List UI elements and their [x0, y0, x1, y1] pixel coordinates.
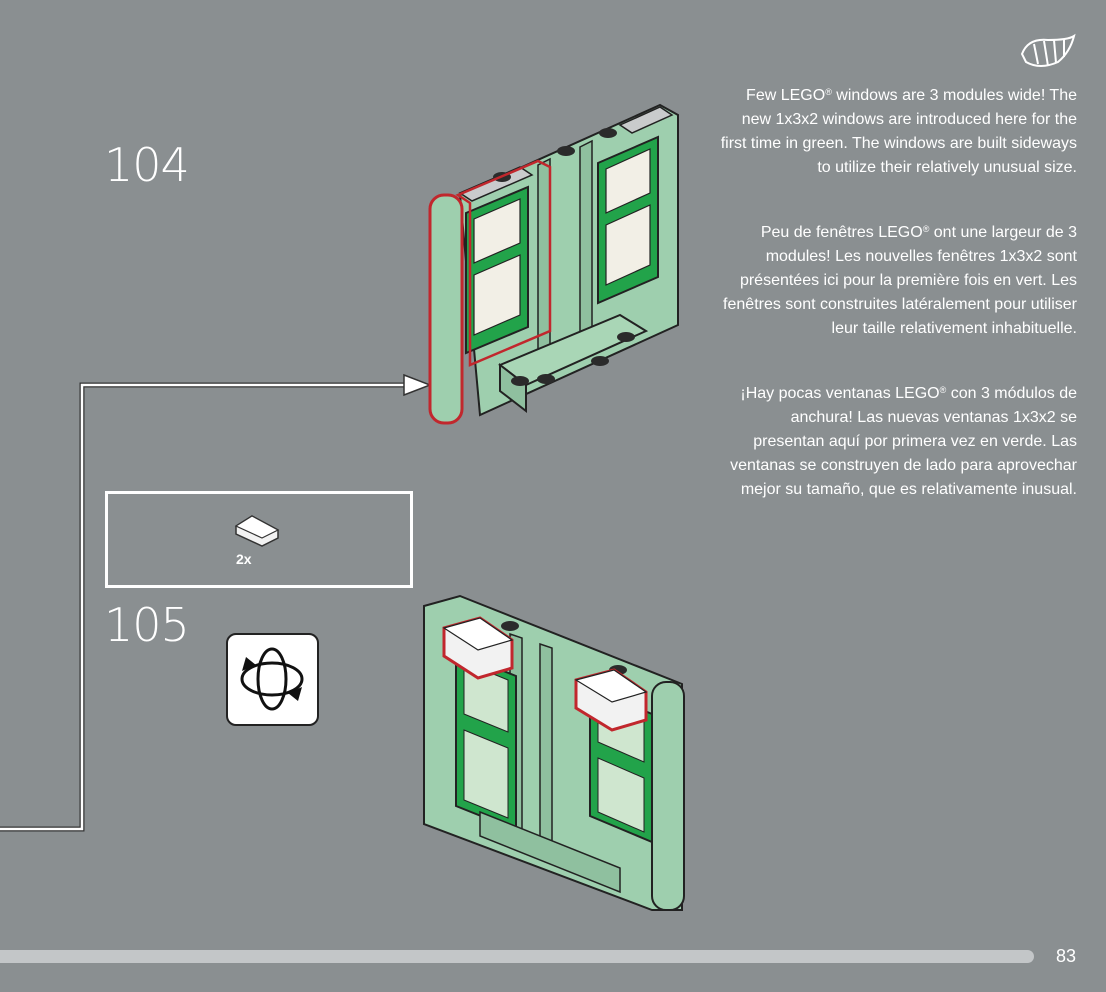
- connector-arrow: [0, 373, 433, 832]
- step-number: 105: [104, 598, 190, 652]
- parts-callout: [105, 491, 413, 588]
- slope-brick-icon: [234, 515, 280, 547]
- step-104-model-illustration: [428, 103, 679, 425]
- page-number: 83: [1056, 946, 1077, 966]
- description-spanish: ¡Hay pocas ventanas LEGO® con 3 módulos …: [730, 385, 1077, 498]
- step-number: 104: [104, 138, 190, 192]
- croissant-icon: [1020, 33, 1076, 67]
- rotate-model-icon: [226, 633, 319, 726]
- description-french: Peu de fenêtres LEGO® ont une largeur de…: [723, 224, 1077, 337]
- description-english: Few LEGO® windows are 3 modules wide! Th…: [720, 87, 1077, 176]
- step-105-model-illustration: [423, 594, 685, 911]
- part-quantity: 2x: [236, 551, 252, 567]
- rotate-arrows-icon: [240, 647, 304, 711]
- page-progress-bar: [0, 950, 1034, 963]
